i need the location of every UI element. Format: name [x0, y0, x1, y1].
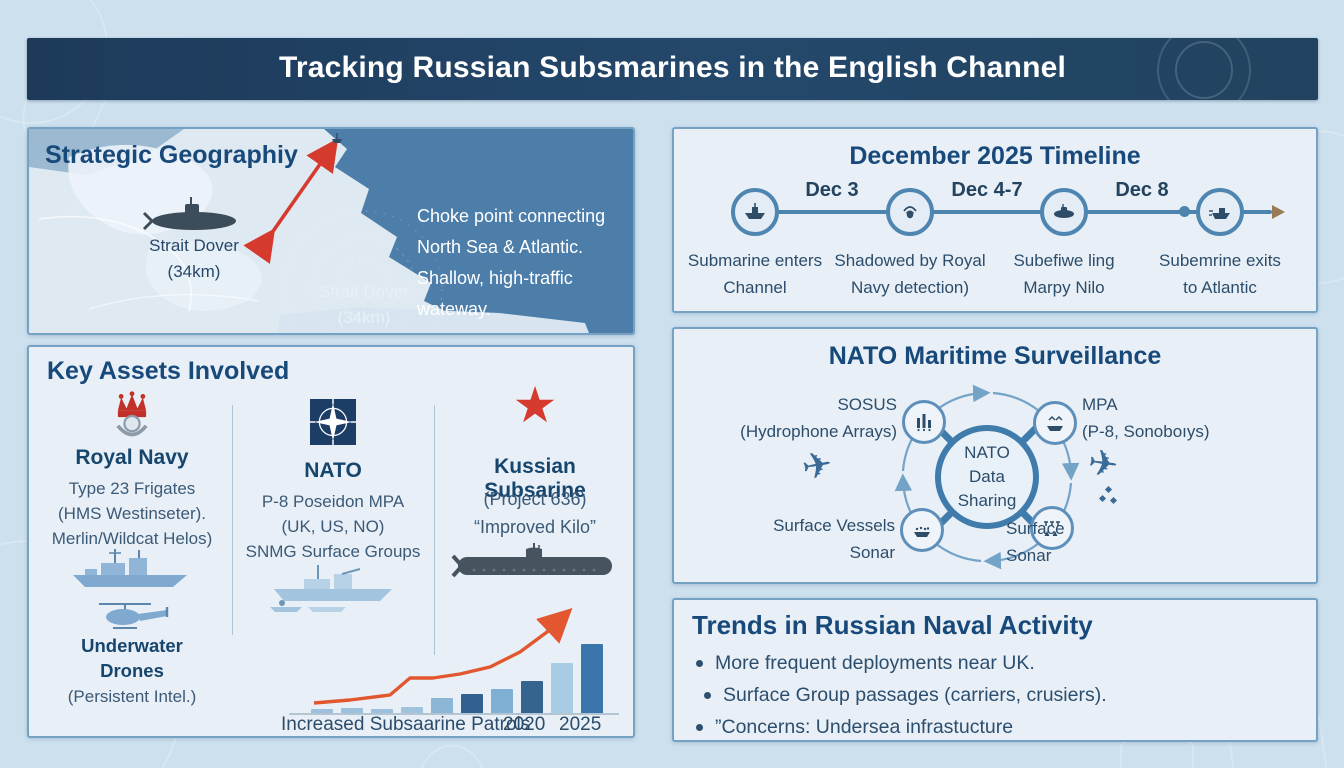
- sonobuoy-drop-dots: [1098, 485, 1124, 507]
- surface-vessels-node: [900, 508, 944, 552]
- kilo-submarine-icon: [451, 543, 612, 578]
- nato-lines: P-8 Poseidon MPA (UK, US, NO) SNMG Surfa…: [245, 492, 421, 561]
- royal-navy-name: Royal Navy: [75, 446, 189, 469]
- timeline-node-4: [1196, 188, 1244, 236]
- trend-bullet: More frequent deployments near UK.: [696, 650, 1300, 677]
- helicopter-icon: [99, 603, 169, 629]
- nato-logo-icon: [310, 399, 356, 445]
- ship-icon: [745, 203, 765, 219]
- right-aircraft-icon: ✈: [1085, 441, 1121, 486]
- timeline-node-2: [886, 188, 934, 236]
- small-boat-icon: [332, 133, 342, 143]
- bar: [341, 708, 363, 713]
- strategic-map: [29, 129, 633, 333]
- mpa-ship-icon: [1047, 415, 1063, 431]
- chart-caption: Increased Subsaarine Patrols: [281, 714, 531, 735]
- timeline-node-3: [1040, 188, 1088, 236]
- trends-panel: Trends in Russian Naval Activity More fr…: [672, 598, 1318, 742]
- choke-point-note: Choke point connecting North Sea & Atlan…: [417, 206, 606, 319]
- bar: [401, 707, 423, 713]
- trend-arrow: [313, 607, 573, 705]
- deco-circle: [420, 745, 484, 768]
- chart-axis: [289, 713, 619, 715]
- sosus-label: SOSUS(Hydrophone Arrays): [740, 395, 897, 441]
- bar: [461, 694, 483, 713]
- nato-data-sharing-hub: NATO Data Sharing: [935, 425, 1039, 529]
- surveillance-heading: NATO Maritime Surveillance: [828, 342, 1162, 370]
- snmg-ship-icon: [270, 565, 392, 612]
- sosus-node: [902, 400, 946, 444]
- page-title: Tracking Russian Subsmarines in the Engl…: [278, 51, 1067, 84]
- timeline-panel: December 2025 Timeline Dec 3 Dec 4-7 Dec…: [672, 127, 1318, 313]
- strait-dover-label-sea: Strait Dover (34km): [319, 282, 409, 327]
- underwater-drones-name: Underwater Drones: [81, 635, 183, 681]
- timeline-dot: [1179, 206, 1190, 217]
- royal-navy-column: Royal Navy Type 23 Frigates (HMS Westins…: [39, 347, 225, 736]
- submarine-icon: [1054, 204, 1074, 218]
- chart-year-2020: 2020: [503, 714, 546, 735]
- russian-sub-name: Kussian Subsarine: [484, 455, 586, 502]
- bar: [581, 644, 603, 713]
- timeline-end-arrow: [1272, 205, 1285, 219]
- mpa-label: MPA(P-8, Sonoboıys): [1082, 395, 1210, 441]
- trends-heading: Trends in Russian Naval Activity: [692, 610, 1093, 640]
- left-aircraft-icon: ✈: [798, 442, 836, 489]
- bar: [521, 681, 543, 713]
- trend-bullet: ”Concerns: Undersea infrastucture: [696, 714, 1300, 741]
- bullet-dot: [696, 724, 703, 731]
- timeline-node-1: [731, 188, 779, 236]
- chart-year-2025: 2025: [559, 714, 602, 735]
- trend-bullet: Surface Group passages (carriers, crusie…: [696, 682, 1300, 709]
- russian-sub-lines: (Project 636) “Improved Kilo”: [473, 489, 597, 537]
- nato-name: NATO: [304, 459, 362, 482]
- key-assets-panel: Key Assets Involved Royal Navy Type 23 F…: [27, 345, 635, 738]
- red-star-icon: ★: [512, 377, 558, 433]
- royal-navy-crown-icon: [116, 391, 148, 437]
- bar: [491, 689, 513, 713]
- hydrophone-icon: [917, 414, 931, 432]
- bullet-dot: [704, 692, 711, 699]
- underwater-drones-note: (Persistent Intel.): [67, 687, 197, 706]
- mpa-node: [1033, 401, 1077, 445]
- nato-column: NATO P-8 Poseidon MPA (UK, US, NO) SNMG …: [242, 347, 424, 736]
- geo-heading: Strategic Geographiy: [45, 141, 298, 169]
- timeline-date-2: Dec 4-7: [951, 179, 1023, 201]
- title-banner: Tracking Russian Subsmarines in the Engl…: [27, 38, 1318, 100]
- surveillance-panel: NATO Maritime Surveillance: [672, 327, 1318, 584]
- trends-bullets: More frequent deployments near UK. Surfa…: [696, 650, 1300, 746]
- bar-row: [311, 644, 603, 713]
- strategic-geography-panel: Strategic Geographiy Strait Dover (34km)…: [27, 127, 635, 335]
- column-divider: [232, 405, 233, 635]
- assets-heading: Key Assets Involved: [47, 357, 290, 385]
- bar: [551, 663, 573, 713]
- bar: [371, 709, 393, 713]
- vessel-sonar-icon: [914, 526, 930, 537]
- detection-icon: [903, 206, 917, 219]
- patrol-bar-chart: Increased Subsaarine Patrols 2020 2025: [259, 592, 619, 742]
- timeline-date-1: Dec 3: [805, 179, 859, 201]
- bar: [311, 709, 333, 713]
- russian-sub-column: ★ Kussian Subsarine (Project 636) “Impro…: [444, 347, 626, 736]
- sonobuoy-icon: [1044, 521, 1060, 536]
- timeline-line: [732, 210, 1272, 214]
- column-divider: [434, 405, 435, 655]
- bar: [431, 698, 453, 713]
- surface-sonar-node: [1030, 506, 1074, 550]
- ship-exit-icon: [1209, 208, 1230, 219]
- strait-dover-label: Strait Dover (34km): [149, 236, 239, 281]
- timeline-date-3: Dec 8: [1115, 179, 1169, 201]
- frigate-icon: [73, 549, 187, 587]
- timeline-heading: December 2025 Timeline: [849, 142, 1141, 170]
- bullet-dot: [696, 660, 703, 667]
- royal-navy-lines: Type 23 Frigates (HMS Westinseter). Merl…: [51, 479, 213, 548]
- map-submarine-icon: [142, 197, 236, 231]
